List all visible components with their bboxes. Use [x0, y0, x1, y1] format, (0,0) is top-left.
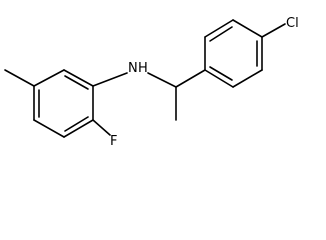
ring-bond — [204, 19, 234, 38]
ring-bond — [232, 19, 263, 38]
bond-amine-alkyl — [147, 72, 177, 88]
bond-chlorine — [261, 23, 286, 38]
ring-bond — [63, 69, 94, 87]
fluoro-methyl-benzene-ring — [33, 69, 94, 138]
chlorine-label: Cl — [286, 16, 299, 31]
fluorine-label: F — [110, 134, 117, 149]
ring-bond — [33, 69, 65, 87]
ring-double-bond — [209, 26, 233, 42]
bond-fluorine — [92, 119, 111, 136]
nitrogen-label: N — [128, 61, 138, 76]
chlorobenzene-ring — [204, 19, 263, 88]
bond-methyl — [4, 69, 35, 87]
ring-double-bond — [64, 75, 89, 90]
ring-double-bond — [64, 116, 89, 132]
bond-amine-aryl — [92, 72, 128, 87]
ring-bond — [33, 119, 65, 138]
hydrogen-label: H — [138, 61, 148, 76]
ring-bond — [232, 69, 263, 88]
bond-ring-link — [175, 69, 206, 88]
ring-bond — [204, 69, 234, 88]
ring-bond — [63, 119, 94, 138]
ring-double-bond — [209, 66, 233, 81]
chemical-structure: N H F Cl — [4, 16, 299, 149]
